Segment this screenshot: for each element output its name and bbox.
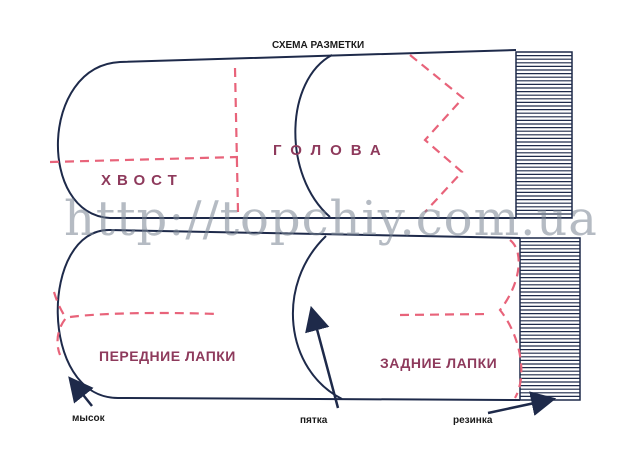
- front-paws-toe-cut: [52, 291, 68, 356]
- cut-lines: [49, 54, 523, 399]
- toe-arrow: [68, 376, 94, 407]
- tail-horizontal-cut: [49, 155, 239, 164]
- ribbing-note: резинка: [453, 415, 493, 426]
- head-label: ГОЛОВА: [273, 142, 390, 159]
- rear-paws-split-cut: [399, 312, 491, 317]
- watermark-text: http://topchiy.com.ua: [64, 191, 598, 247]
- front-paws-split-cut: [69, 311, 219, 319]
- head-zigzag-cut: [409, 54, 465, 213]
- tail-head-vertical-cut: [233, 67, 240, 213]
- diagram-title: СХЕМА РАЗМЕТКИ: [272, 40, 365, 51]
- top-sock-heel-line: [294, 54, 333, 218]
- bottom-sock-outline: [56, 228, 521, 401]
- ribbing-arrow: [487, 391, 557, 416]
- tail-label: ХВОСТ: [101, 172, 183, 189]
- front-paws-label: ПЕРЕДНИЕ ЛАПКИ: [99, 348, 236, 364]
- heel-note: пятка: [300, 415, 328, 426]
- ribbing-frame: [519, 237, 581, 401]
- heel-arrow: [305, 305, 340, 409]
- rear-paws-label: ЗАДНИЕ ЛАПКИ: [380, 355, 498, 371]
- top-sock-outline: [57, 49, 517, 219]
- bottom-sock-ribbing: [519, 237, 581, 401]
- bottom-sock-heel-line: [292, 235, 343, 400]
- rear-paws-side-cut: [498, 239, 523, 399]
- top-sock-ribbing: [515, 51, 573, 219]
- toe-note: мысок: [72, 413, 105, 424]
